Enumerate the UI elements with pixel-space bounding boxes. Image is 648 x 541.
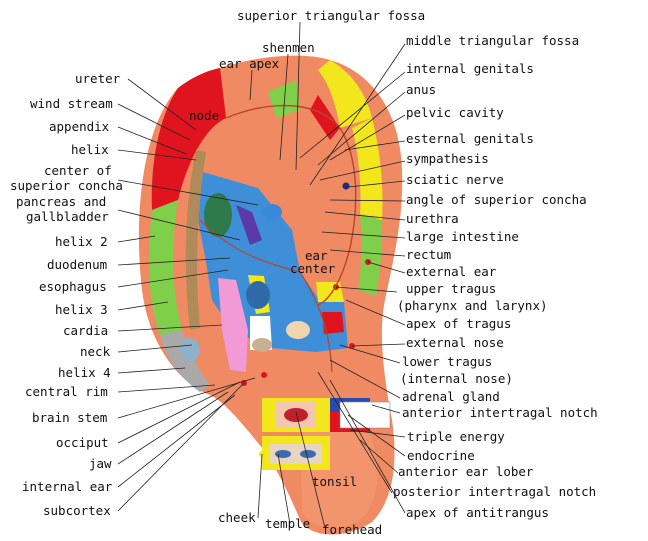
label-subcortex: subcortex bbox=[43, 503, 111, 518]
label-internal-nose: (internal nose) bbox=[400, 371, 513, 386]
pink-zone bbox=[218, 278, 248, 372]
label-sympathesis: sympathesis bbox=[406, 151, 489, 166]
mouth-shape bbox=[284, 408, 308, 422]
organ-patch-5 bbox=[252, 338, 272, 352]
label-appendix: appendix bbox=[49, 119, 110, 134]
label-upper-tragus: upper tragus bbox=[406, 281, 496, 296]
label-triple-energy: triple energy bbox=[407, 429, 505, 444]
grey-helix-zone bbox=[160, 330, 210, 392]
label-adrenal-gland: adrenal gland bbox=[402, 389, 500, 404]
label-helix-3: helix 3 bbox=[55, 302, 108, 317]
label-endocrine: endocrine bbox=[407, 448, 475, 463]
label-occiput: occiput bbox=[56, 435, 109, 450]
organ-patch-1 bbox=[204, 193, 232, 237]
dot-5 bbox=[261, 372, 267, 378]
label-center-of: center of bbox=[44, 163, 112, 178]
label-angle-of-superior-concha: angle of superior concha bbox=[406, 192, 587, 207]
label-helix-2: helix 2 bbox=[55, 234, 108, 249]
label-lower-tragus: lower tragus bbox=[402, 354, 492, 369]
label-cardia: cardia bbox=[63, 323, 108, 338]
organ-patch-2 bbox=[246, 281, 270, 309]
yellow-top-zone bbox=[318, 60, 372, 128]
yellow-right-zone bbox=[352, 118, 383, 220]
label-anterior-ear-lober: anterior ear lober bbox=[398, 464, 534, 479]
label-helix-4: helix 4 bbox=[58, 365, 111, 380]
labels: superior triangular fossa shenmen ear ap… bbox=[10, 8, 598, 537]
green-right-zone bbox=[358, 214, 382, 296]
label-anus: anus bbox=[406, 82, 436, 97]
right-eye-shape bbox=[300, 450, 316, 458]
teeth-picture bbox=[339, 401, 391, 429]
green-helix-zone bbox=[148, 200, 182, 335]
green-top-zone bbox=[268, 80, 300, 118]
label-pancreas-and: pancreas and bbox=[16, 194, 106, 209]
label-sciatic-nerve: sciatic nerve bbox=[406, 172, 504, 187]
label-ureter: ureter bbox=[75, 71, 121, 86]
label-internal-genitals: internal genitals bbox=[406, 61, 534, 76]
label-external-nose: external nose bbox=[406, 335, 504, 350]
label-urethra: urethra bbox=[406, 211, 459, 226]
label-superior-triangular-fossa: superior triangular fossa bbox=[237, 8, 425, 23]
antihelix-line bbox=[225, 104, 357, 306]
left-eye-shape bbox=[275, 450, 291, 458]
label-posterior-intertragal-notch: posterior intertragal notch bbox=[393, 484, 596, 499]
label-wind-stream: wind stream bbox=[30, 96, 113, 111]
label-ear: ear bbox=[305, 248, 328, 263]
spine-strip bbox=[185, 150, 206, 330]
organ-patch-4 bbox=[286, 321, 310, 339]
label-gallbladder: gallbladder bbox=[26, 209, 109, 224]
label-tonsil: tonsil bbox=[312, 474, 357, 489]
label-rectum: rectum bbox=[406, 247, 451, 262]
label-neck: neck bbox=[80, 344, 111, 359]
label-helix: helix bbox=[71, 142, 109, 157]
label-jaw: jaw bbox=[89, 456, 112, 471]
label-duodenum: duodenum bbox=[47, 257, 107, 272]
label-center: center bbox=[290, 261, 336, 276]
label-forehead: forehead bbox=[322, 522, 382, 537]
label-external-ear: external ear bbox=[406, 264, 497, 279]
label-central-rim: central rim bbox=[25, 384, 108, 399]
label-ear-apex: ear apex bbox=[219, 56, 280, 71]
label-esternal-genitals: esternal genitals bbox=[406, 131, 534, 146]
label-apex-of-tragus: apex of tragus bbox=[406, 316, 511, 331]
label-cheek: cheek bbox=[218, 510, 256, 525]
label-node: node bbox=[189, 108, 219, 123]
label-esophagus: esophagus bbox=[39, 279, 107, 294]
label-brain-stem: brain stem bbox=[32, 410, 107, 425]
leader-lines bbox=[117, 21, 406, 529]
organ-patch-3 bbox=[262, 204, 282, 220]
label-shenmen: shenmen bbox=[262, 40, 315, 55]
yellow-tragus-zone bbox=[316, 282, 344, 302]
organ-patch-6 bbox=[180, 338, 200, 362]
purple-zone bbox=[236, 205, 262, 245]
label-pelvic-cavity: pelvic cavity bbox=[406, 105, 504, 120]
label-pharynx-and-larynx: (pharynx and larynx) bbox=[397, 298, 548, 313]
label-superior-concha: superior concha bbox=[10, 178, 123, 193]
eyes-picture bbox=[270, 444, 322, 464]
label-large-intestine: large intestine bbox=[406, 229, 519, 244]
label-anterior-intertragal-notch: anterior intertragal notch bbox=[402, 405, 598, 420]
label-temple: temple bbox=[265, 516, 310, 531]
label-internal-ear: internal ear bbox=[22, 479, 113, 494]
label-middle-triangular-fossa: middle triangular fossa bbox=[406, 33, 579, 48]
red-tragus-zone bbox=[322, 312, 344, 334]
tragus-line bbox=[299, 271, 333, 373]
dot-1 bbox=[342, 182, 350, 190]
concha-line bbox=[199, 219, 301, 273]
red-top-right-zone bbox=[310, 95, 340, 140]
label-apex-of-antitrangus: apex of antitrangus bbox=[406, 505, 549, 520]
color-zones bbox=[148, 60, 391, 470]
